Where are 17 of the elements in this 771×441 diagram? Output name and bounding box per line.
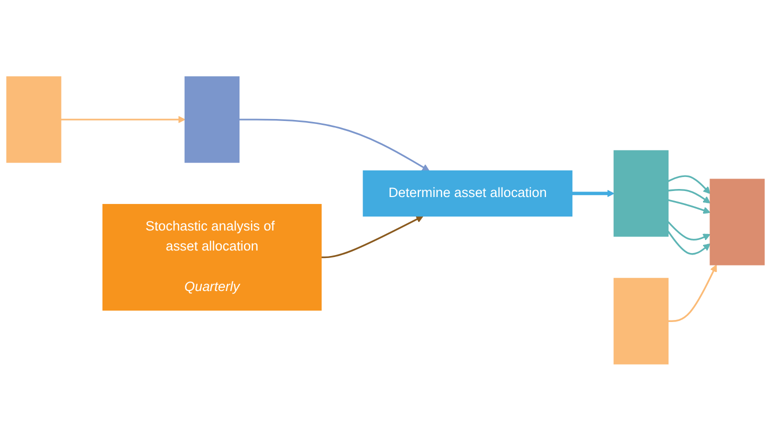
node-box [614,278,669,365]
node-box [184,76,240,163]
arrow [668,264,717,322]
arrow [60,116,186,124]
node-box [710,178,765,266]
arrow [239,118,430,172]
node-box [614,150,669,237]
arrow [668,189,710,204]
node-box: Determine asset allocation [362,170,572,217]
node-box: Stochastic analysis of asset allocation Quarterly [102,204,322,311]
arrow [668,221,710,241]
arrow [572,190,614,198]
arrow [321,216,424,258]
node-box [6,76,62,163]
arrow [668,199,710,214]
arrow [667,230,710,255]
arrow [668,175,710,194]
